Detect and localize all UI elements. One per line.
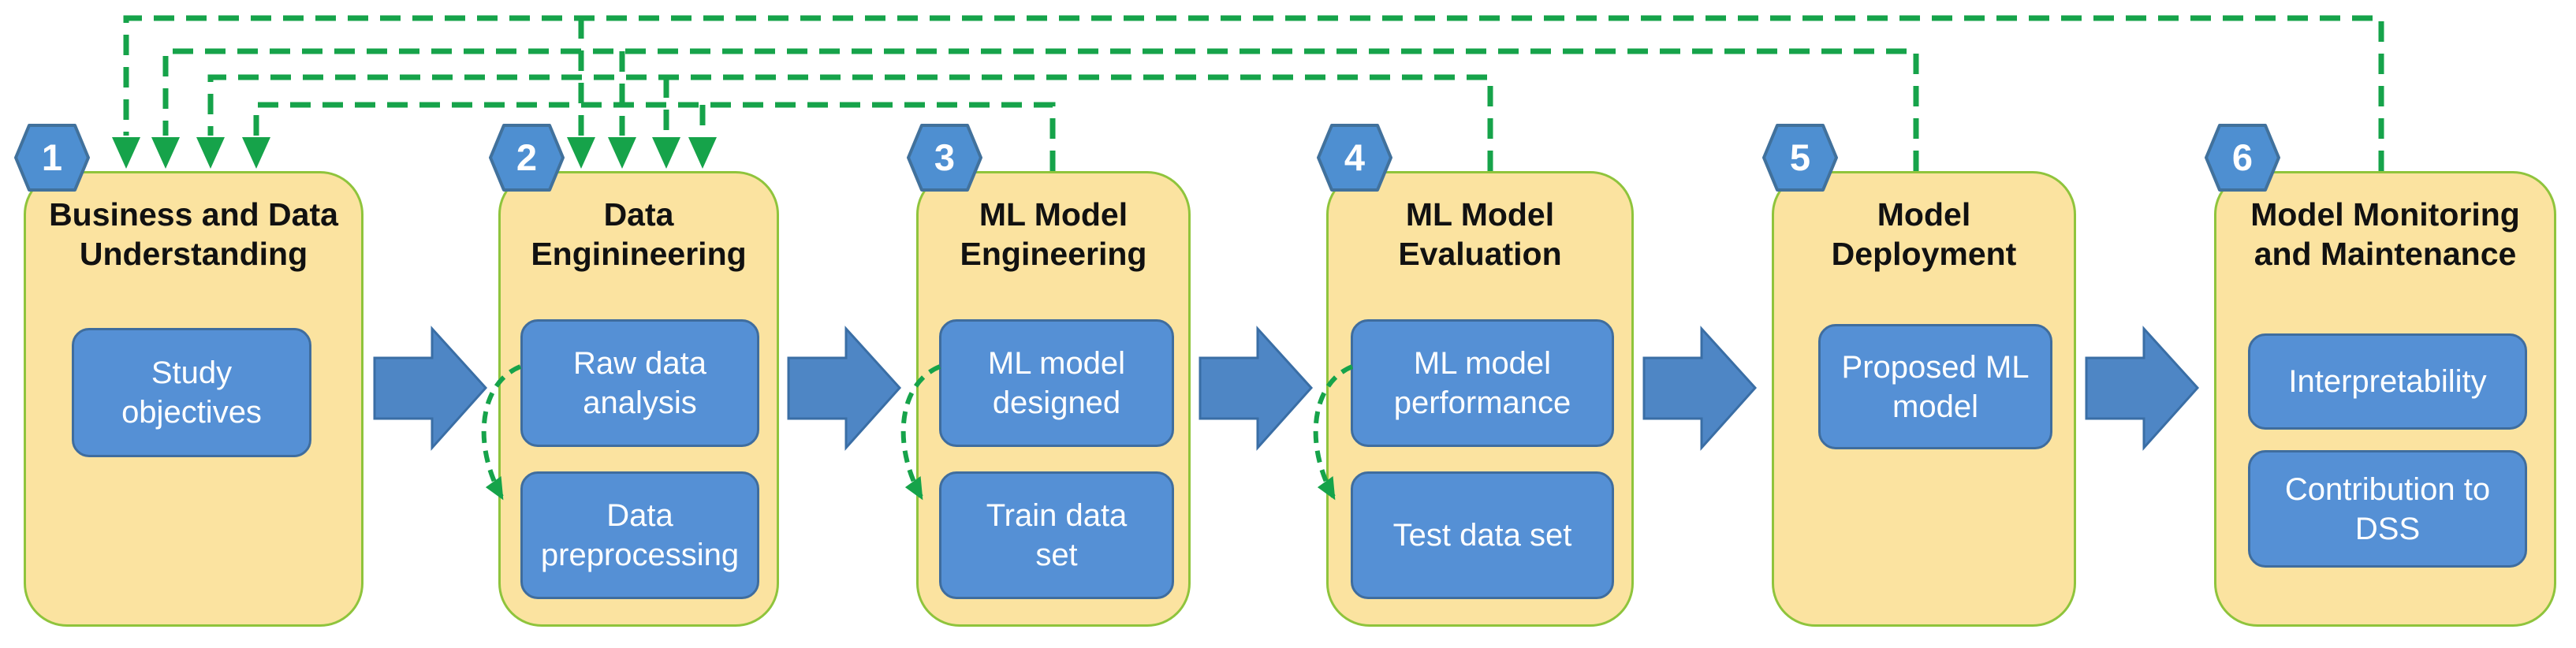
stage-5-number-badge: 5 xyxy=(1762,124,1838,192)
stage-number: 2 xyxy=(516,136,538,178)
stage-number: 6 xyxy=(2231,136,2254,178)
task-interpretability: Interpretability xyxy=(2248,333,2527,430)
stage-title-line-1: Business and Data xyxy=(49,196,338,233)
stage-box-5: 5 Model Deployment Proposed ML model xyxy=(1762,124,2076,627)
stage-box-6: 6 Model Monitoring and Maintenance Inter… xyxy=(2205,124,2556,627)
forward-arrow-3-to-4 xyxy=(1199,326,1314,451)
feedback-line-stage4-to-stage1 xyxy=(207,74,1493,171)
stage-4-number-badge: 4 xyxy=(1317,124,1392,192)
stage-number: 5 xyxy=(1789,136,1811,178)
stage-title: Business and Data Understanding xyxy=(26,195,361,274)
forward-arrow-4-to-5 xyxy=(1642,326,1758,451)
hexagon-icon xyxy=(14,124,90,192)
task-contribution-to-dss: Contribution to DSS xyxy=(2248,450,2527,568)
task-test-data-set: Test data set xyxy=(1351,471,1614,599)
stage-number: 4 xyxy=(1344,136,1366,178)
stage-6-number-badge: 6 xyxy=(2205,124,2280,192)
forward-arrow-2-to-3 xyxy=(787,326,902,451)
stage-title: Data Enginineering xyxy=(501,195,777,274)
task-ml-model-performance: ML model performance xyxy=(1351,319,1614,447)
stage-title-line-2: Enginineering xyxy=(531,236,747,272)
feedback-arrowhead-stage6-into-stage2 xyxy=(567,137,595,169)
feedback-arrowhead-stage4-into-stage2 xyxy=(652,137,680,169)
stage-1-number-badge: 1 xyxy=(14,124,90,192)
stage-box-3: 3 ML Model Engineering ML model designed… xyxy=(907,124,1191,627)
stage-2-number-badge: 2 xyxy=(489,124,565,192)
stage-title-line-2: Evaluation xyxy=(1398,236,1562,272)
stage-title: Model Deployment xyxy=(1774,195,2074,274)
stage-title-line-1: Model Monitoring xyxy=(2250,196,2520,233)
task-raw-data-analysis: Raw data analysis xyxy=(520,319,759,447)
stage-title-line-2: Engineering xyxy=(960,236,1147,272)
stage-3-number-badge: 3 xyxy=(907,124,982,192)
feedback-arrowhead-stage3-into-stage1 xyxy=(242,137,270,169)
stage-box-2: 2 Data Enginineering Raw data analysis D… xyxy=(489,124,779,627)
task-proposed-ml-model: Proposed ML model xyxy=(1818,324,2052,449)
feedback-arrowhead-stage6-into-stage1 xyxy=(112,137,140,169)
stage-title: ML Model Engineering xyxy=(919,195,1188,274)
feedback-line-stage6-to-stage1 xyxy=(123,15,2384,171)
stage-title: Model Monitoring and Maintenance xyxy=(2216,195,2554,274)
stage-box-1: 1 Business and Data Understanding Study … xyxy=(14,124,363,627)
stage-title-line-2: and Maintenance xyxy=(2254,236,2517,272)
stage-title-line-1: ML Model xyxy=(1405,196,1555,233)
task-ml-model-designed: ML model designed xyxy=(939,319,1174,447)
feedback-arrowhead-stage5-into-stage2 xyxy=(608,137,636,169)
stage-title-line-2: Understanding xyxy=(79,236,308,272)
task-study-objectives: Study objectives xyxy=(72,328,311,457)
feedback-arrowhead-stage3-into-stage2 xyxy=(688,137,717,169)
task-train-data-set: Train data set xyxy=(939,471,1174,599)
feedback-arrowhead-stage5-into-stage1 xyxy=(151,137,180,169)
forward-arrow-5-to-6 xyxy=(2085,326,2200,451)
stage-title-line-1: Model xyxy=(1877,196,1971,233)
feedback-line-stage5-to-stage1 xyxy=(162,48,1919,171)
feedback-arrowhead-stage4-into-stage1 xyxy=(196,137,225,169)
stage-title-line-2: Deployment xyxy=(1831,236,2017,272)
stage-title: ML Model Evaluation xyxy=(1329,195,1631,274)
stage-number: 1 xyxy=(41,136,63,178)
stage-box-4: 4 ML Model Evaluation ML model performan… xyxy=(1317,124,1634,627)
forward-arrow-1-to-2 xyxy=(373,326,488,451)
stage-title-line-1: ML Model xyxy=(979,196,1128,233)
stage-number: 3 xyxy=(934,136,956,178)
task-data-preprocessing: Data preprocessing xyxy=(520,471,759,599)
stage-title-line-1: Data xyxy=(603,196,674,233)
